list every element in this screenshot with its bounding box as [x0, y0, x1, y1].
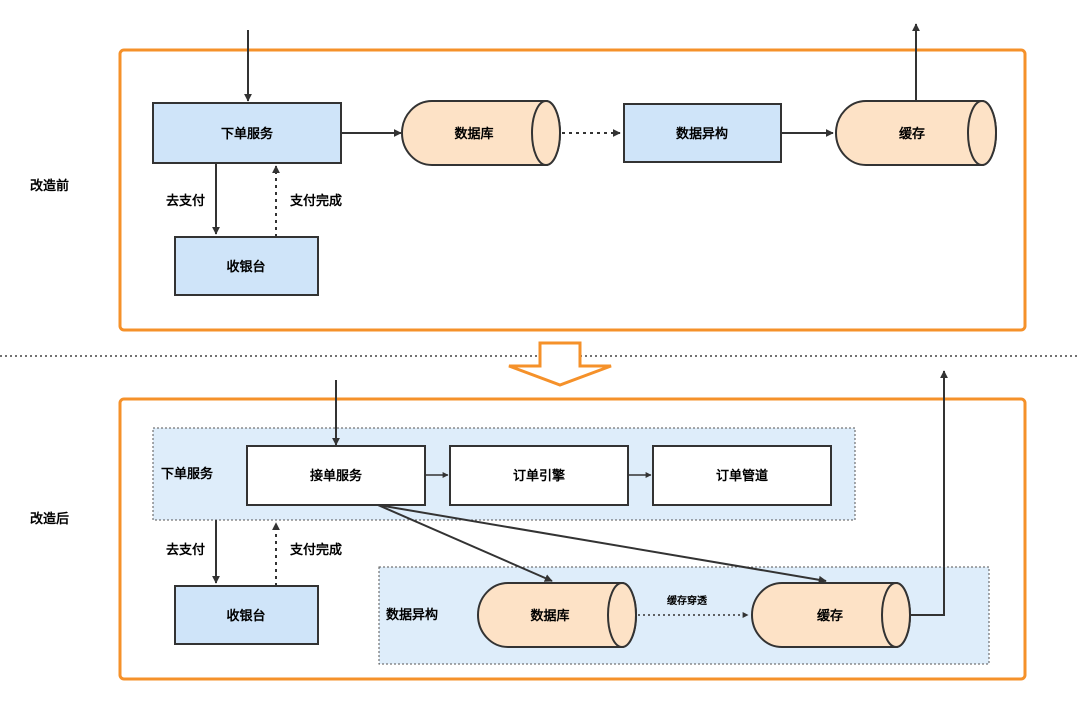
before-cache: 缓存	[835, 100, 997, 166]
after-cashier: 收银台	[174, 585, 319, 645]
before-cache-label: 缓存	[899, 126, 925, 142]
before-data-heterogeneity: 数据异构	[623, 103, 782, 163]
after-frame	[118, 397, 1027, 681]
after-cache: 缓存	[751, 582, 911, 648]
after-receive-order-label: 接单服务	[310, 468, 363, 484]
after-order-engine: 订单引擎	[449, 445, 629, 506]
after-pay-done-label: 支付完成	[289, 542, 342, 558]
after-order-service-group-label: 下单服务	[161, 466, 214, 482]
after-to-pay-label: 去支付	[166, 542, 205, 558]
before-cashier-label: 收银台	[226, 259, 265, 275]
before-data-heterogeneity-label: 数据异构	[676, 126, 728, 142]
before-order-service: 下单服务	[152, 102, 342, 164]
before-to-pay-label: 去支付	[166, 193, 205, 209]
after-database-label: 数据库	[530, 608, 569, 624]
after-cashier-label: 收银台	[226, 608, 265, 624]
after-order-pipeline: 订单管道	[652, 445, 832, 506]
before-database: 数据库	[401, 100, 561, 166]
after-cache-penetration-label: 缓存穿透	[666, 594, 708, 607]
after-order-pipeline-label: 订单管道	[716, 468, 768, 484]
after-order-engine-label: 订单引擎	[513, 468, 565, 484]
before-cashier: 收银台	[174, 236, 319, 296]
after-cache-label: 缓存	[817, 608, 843, 624]
before-pay-done-label: 支付完成	[289, 193, 342, 209]
after-database: 数据库	[477, 582, 637, 648]
after-arrow-receive-cache	[377, 504, 827, 584]
after-receive-order-service: 接单服务	[246, 445, 426, 506]
before-section-label: 改造前	[30, 178, 69, 194]
transition-arrow-icon	[508, 341, 612, 387]
before-frame	[118, 48, 1027, 332]
after-cache-output-arrow	[910, 370, 948, 616]
after-section-label: 改造后	[30, 511, 69, 527]
after-arrow-receive-database	[377, 504, 553, 582]
before-database-label: 数据库	[454, 126, 493, 142]
after-data-heterogeneity-group-label: 数据异构	[386, 607, 438, 623]
before-order-service-label: 下单服务	[221, 126, 274, 142]
